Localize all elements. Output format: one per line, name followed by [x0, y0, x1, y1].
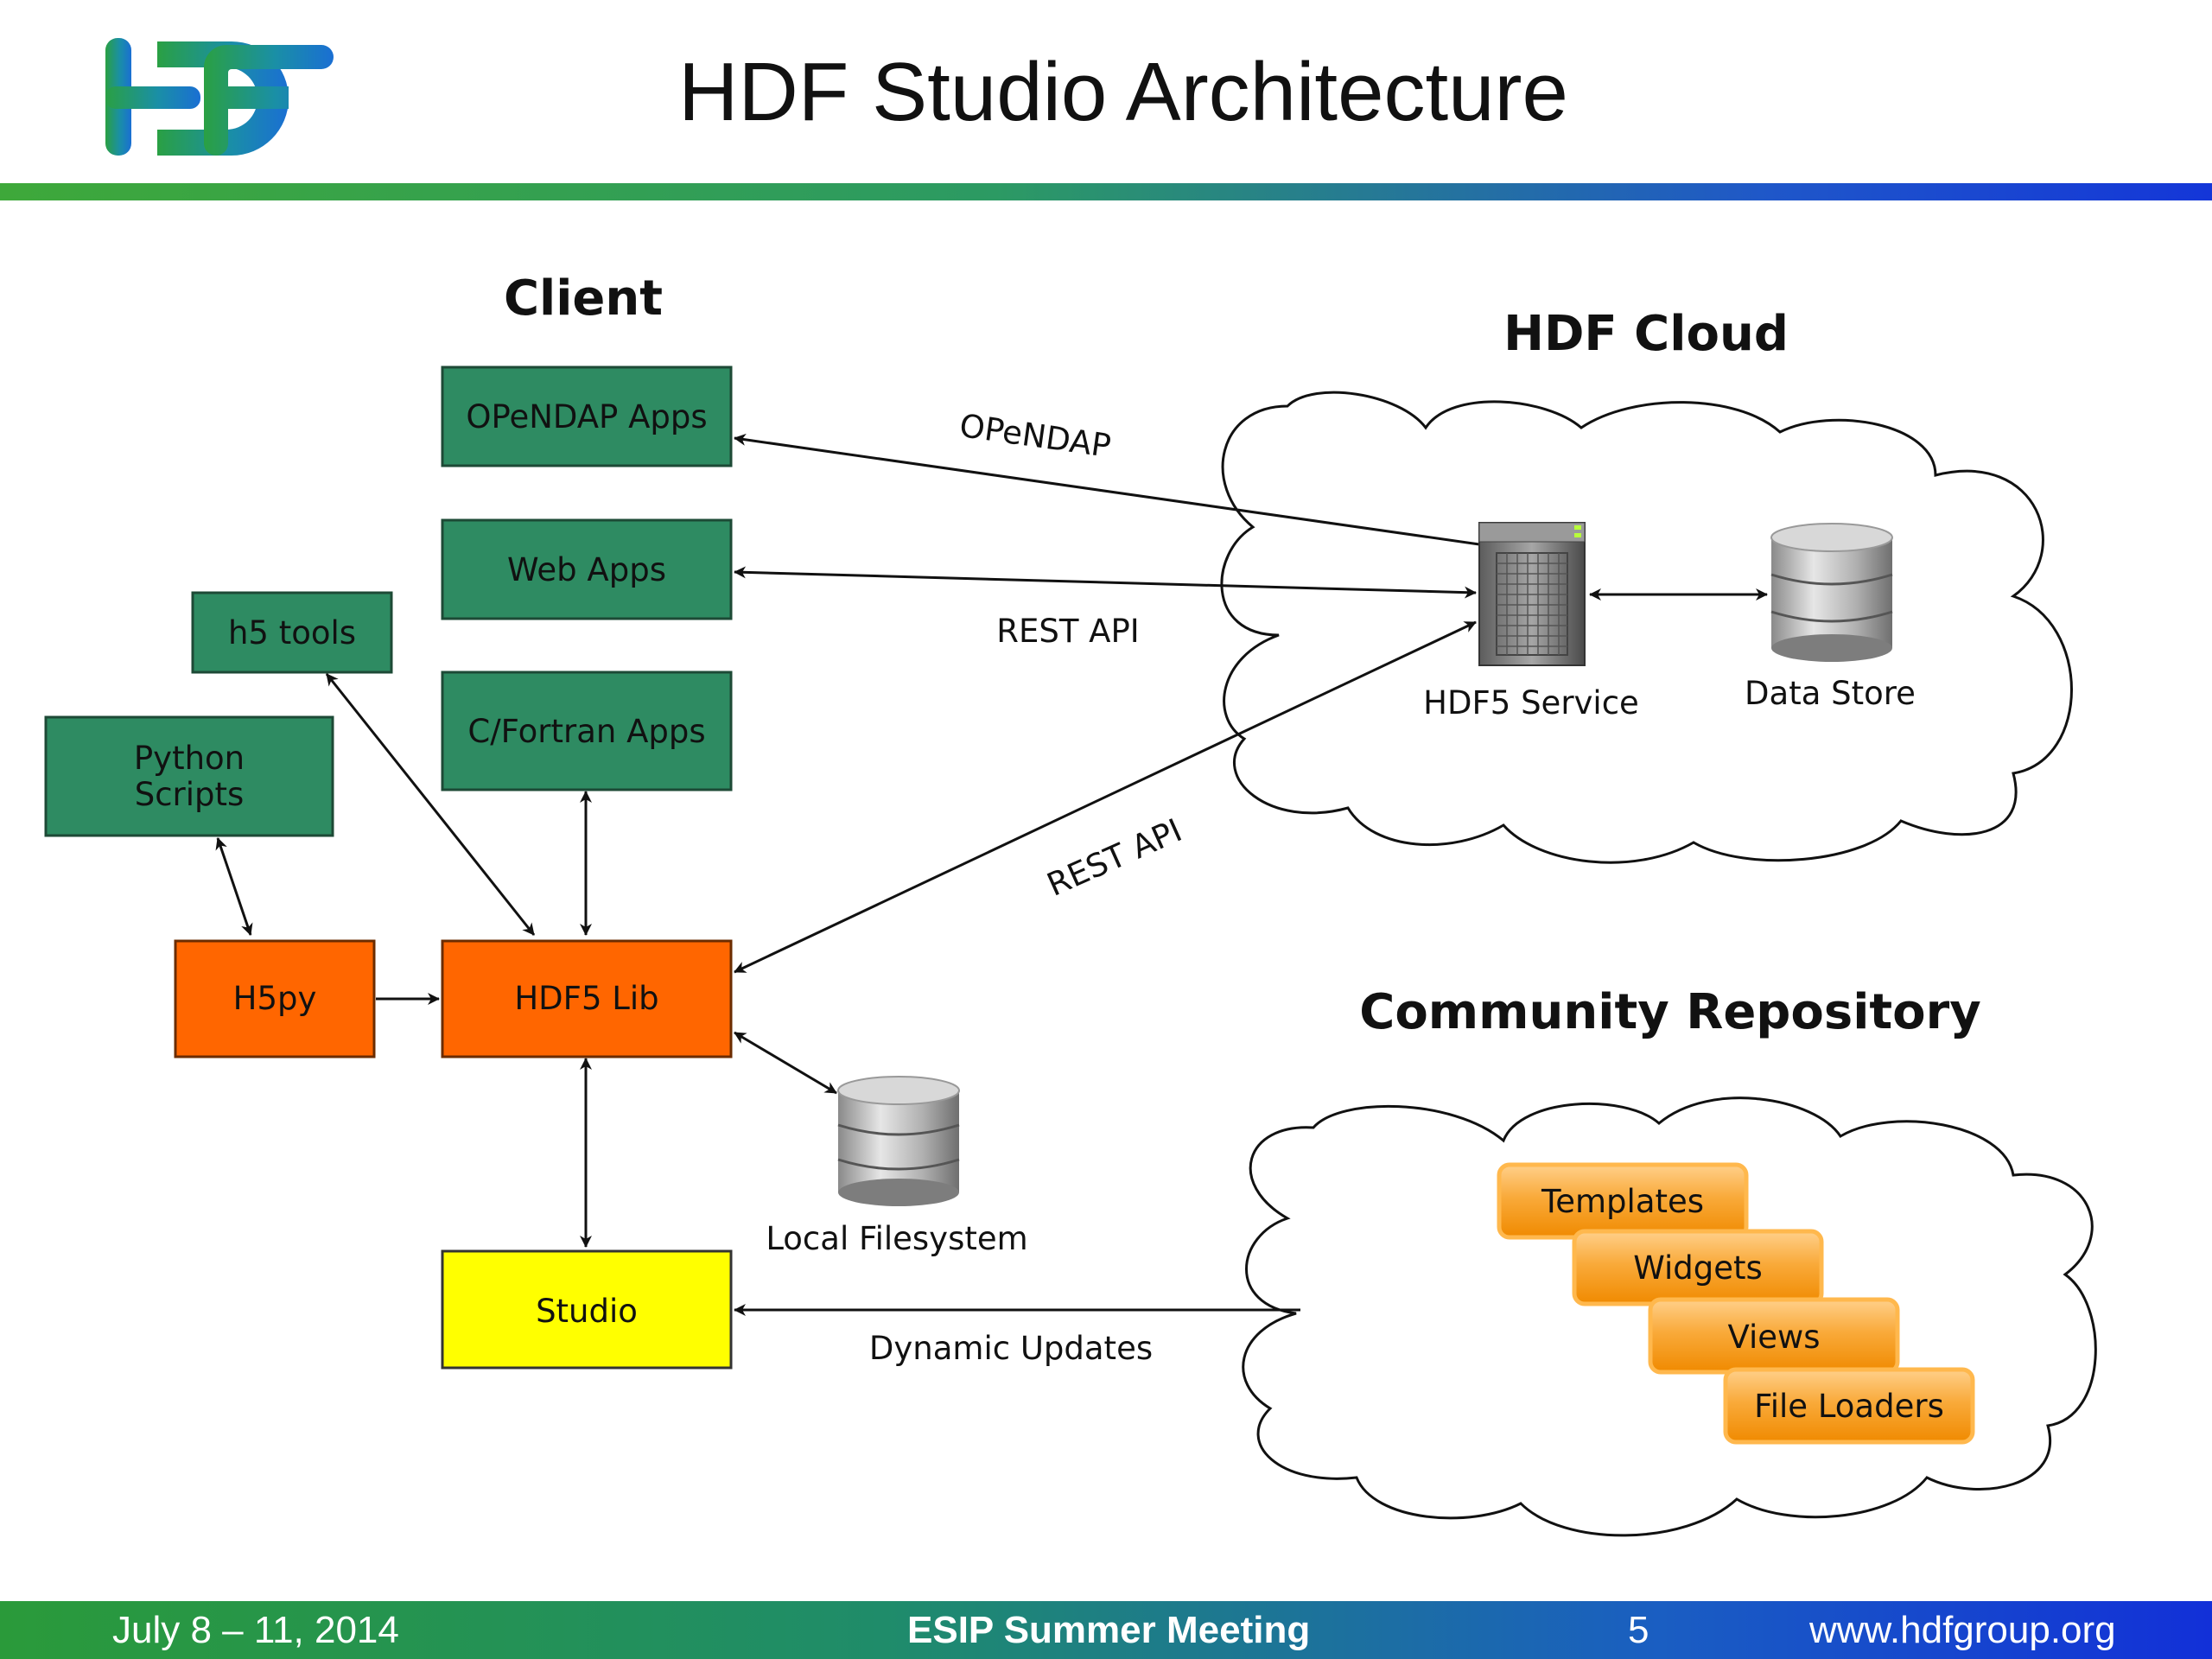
- footer-url: www.hdfgroup.org: [1809, 1609, 2116, 1651]
- repo-item-templates: Templates: [1541, 1183, 1704, 1220]
- repo-item-file-loaders: File Loaders: [1754, 1388, 1944, 1425]
- repo-pill-templates: Templates: [1497, 1162, 1749, 1240]
- box-h5-tools: h5 tools: [191, 591, 393, 674]
- hdf-cloud-shape: [1220, 391, 2073, 864]
- cfortran-apps-label: C/Fortran Apps: [467, 713, 705, 750]
- python-scripts-label-line2: Scripts: [135, 776, 245, 813]
- opendap-arrow-label: OPeNDAP: [957, 407, 1113, 465]
- footer-page-number: 5: [1628, 1609, 1649, 1651]
- box-h5py: H5py: [174, 939, 376, 1058]
- python-scripts-label-line1: Python: [134, 740, 245, 777]
- local-filesystem-database-icon: [837, 1076, 960, 1206]
- web-apps-label: Web Apps: [507, 551, 666, 588]
- hdf5-service-label: HDF5 Service: [1423, 684, 1639, 721]
- repo-item-widgets: Widgets: [1633, 1249, 1763, 1287]
- repo-pill-file-loaders: File Loaders: [1723, 1367, 1975, 1445]
- hdf-logo: [105, 38, 334, 156]
- rest-api-label-2: REST API: [1041, 811, 1187, 904]
- hdf-cloud-header: HDF Cloud: [1503, 306, 1789, 362]
- dynamic-updates-label: Dynamic Updates: [869, 1330, 1153, 1367]
- hdf5-service-server-icon: [1478, 522, 1586, 666]
- arrow-h5tools-lib: [325, 673, 536, 936]
- box-hdf5-lib: HDF5 Lib: [441, 939, 733, 1058]
- box-studio: Studio: [441, 1249, 733, 1370]
- footer-date: July 8 – 11, 2014: [112, 1609, 399, 1651]
- community-repository-header: Community Repository: [1359, 984, 1981, 1040]
- data-store-database-icon: [1770, 523, 1893, 662]
- data-store-label: Data Store: [1745, 675, 1916, 712]
- box-web-apps: Web Apps: [441, 518, 733, 620]
- footer-bar: July 8 – 11, 2014 ESIP Summer Meeting 5 …: [0, 1601, 2212, 1659]
- client-header: Client: [504, 270, 663, 327]
- arrow-opendap: [734, 433, 1480, 546]
- arrow-lib-rest: [734, 620, 1477, 974]
- arrow-web-apps-rest: [734, 566, 1477, 599]
- arrow-lib-filesystem: [734, 1031, 837, 1095]
- rest-api-label-1: REST API: [996, 613, 1139, 650]
- slide-title: HDF Studio Architecture: [678, 46, 1568, 138]
- repo-pill-views: Views: [1648, 1297, 1900, 1375]
- h5py-label: H5py: [233, 980, 317, 1017]
- footer-event: ESIP Summer Meeting: [907, 1609, 1311, 1651]
- opendap-apps-label: OPeNDAP Apps: [466, 398, 707, 435]
- local-filesystem-label: Local Filesystem: [766, 1220, 1027, 1257]
- hdf5-lib-label: HDF5 Lib: [514, 980, 658, 1017]
- box-opendap-apps: OPeNDAP Apps: [441, 365, 733, 467]
- h5-tools-label: h5 tools: [228, 614, 356, 652]
- box-cfortran-apps: C/Fortran Apps: [441, 671, 733, 791]
- repo-pill-widgets: Widgets: [1572, 1229, 1824, 1306]
- studio-label: Studio: [536, 1293, 638, 1330]
- repo-item-views: Views: [1727, 1319, 1820, 1356]
- box-python-scripts: Python Scripts: [44, 715, 334, 837]
- title-rule: [0, 183, 2212, 200]
- arrow-python-h5py: [215, 837, 253, 936]
